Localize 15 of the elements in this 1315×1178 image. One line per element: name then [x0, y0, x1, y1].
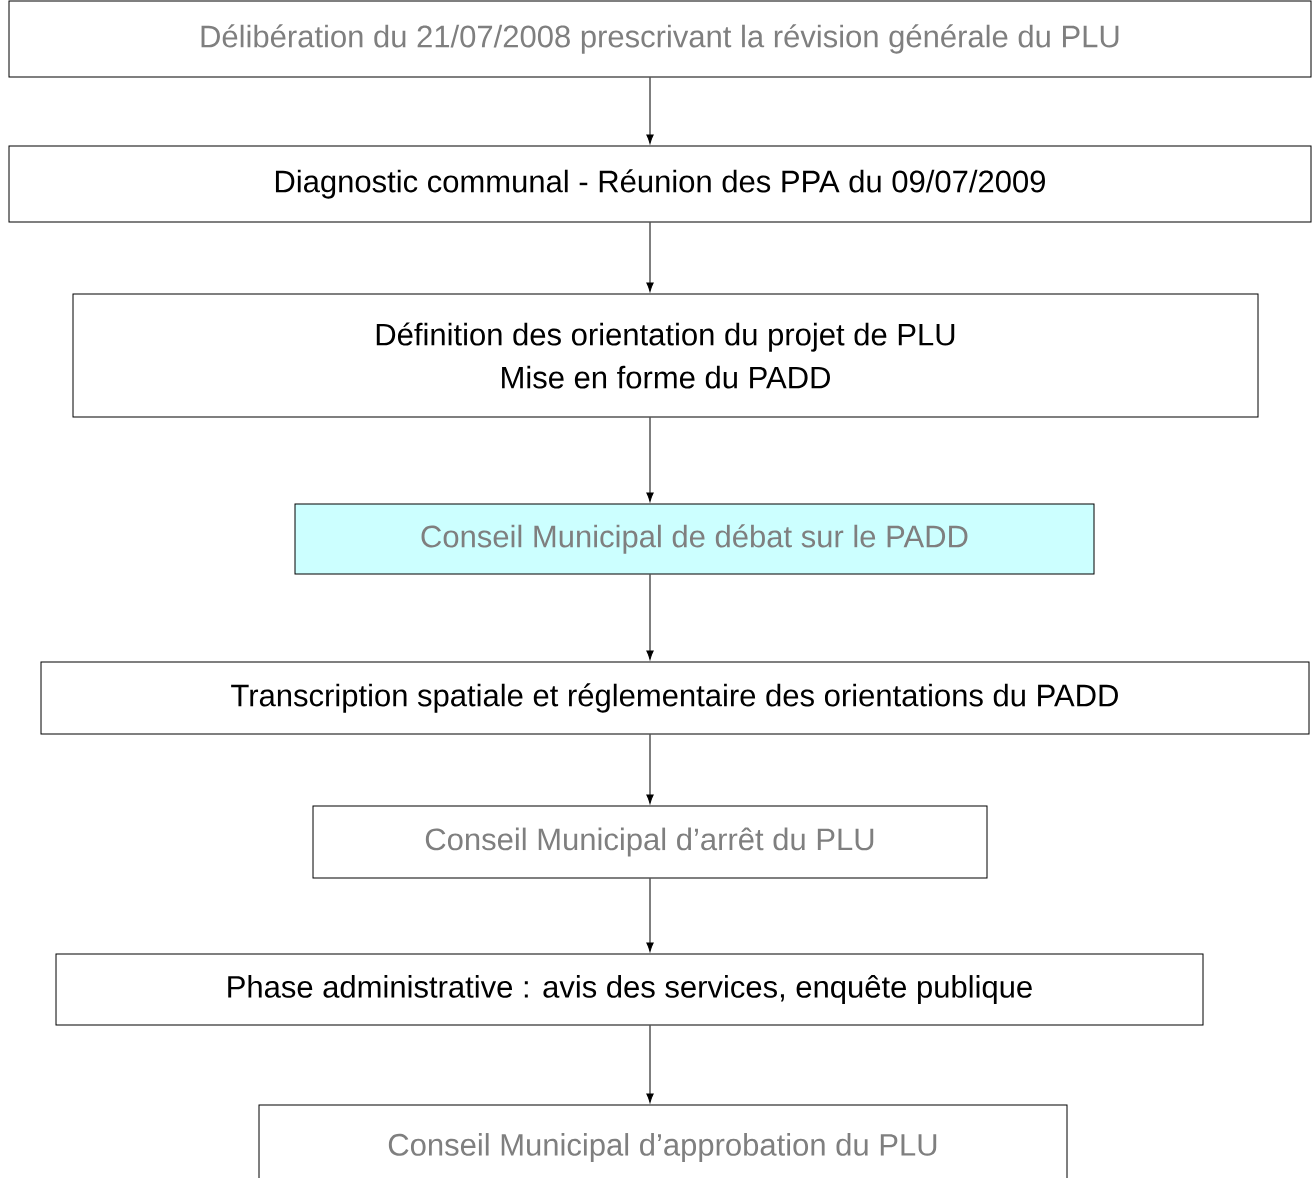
- arrow: [646, 878, 654, 952]
- arrow: [646, 1025, 654, 1103]
- arrow: [646, 734, 654, 804]
- process-box: Conseil Municipal d’approbation du PLU: [258, 1104, 1068, 1178]
- arrow: [646, 417, 654, 502]
- arrow: [646, 574, 654, 660]
- process-box: Délibération du 21/07/2008 prescrivant la révision générale du PLU: [8, 0, 1312, 78]
- process-box: Conseil Municipal d’arrêt du PLU: [312, 805, 988, 879]
- process-box: Phase administrative : avis des services, enquête publique: [55, 953, 1204, 1026]
- process-box: Diagnostic communal - Réunion des PPA du 09/07/2009: [8, 145, 1312, 223]
- process-box: Définition des orientation du projet de PLU Mise en forme du PADD: [72, 293, 1259, 418]
- arrow: [646, 77, 654, 144]
- process-box: Transcription spatiale et réglementaire des orientations du PADD: [40, 661, 1310, 735]
- arrow: [646, 222, 654, 292]
- process-box: Conseil Municipal de débat sur le PADD: [294, 503, 1095, 575]
